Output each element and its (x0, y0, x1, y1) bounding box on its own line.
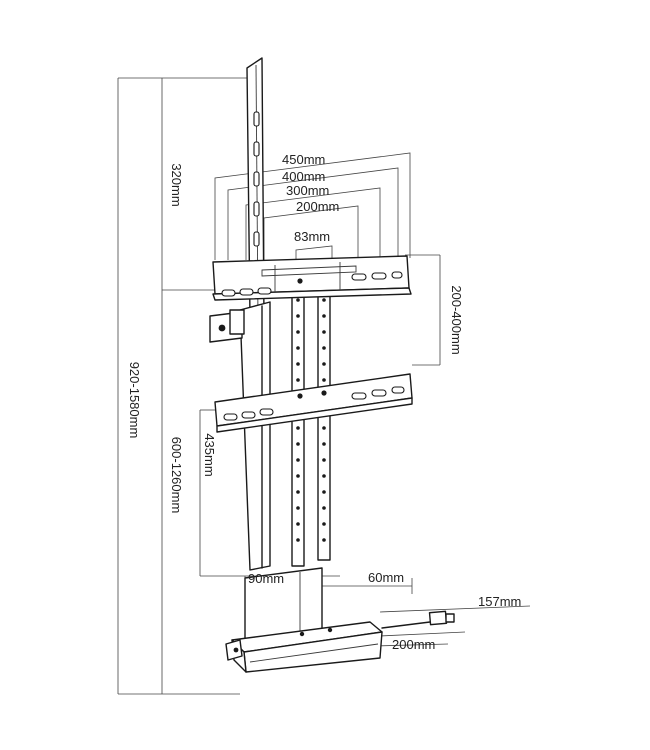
display-plate (246, 57, 265, 327)
rail-hole (322, 426, 326, 430)
rail-hole (322, 362, 326, 366)
lift-column (239, 301, 323, 651)
rail-hole (322, 538, 326, 542)
rail-hole (322, 442, 326, 446)
rail-hole (322, 314, 326, 318)
rail-hole (296, 362, 300, 366)
side-clamp (209, 309, 245, 343)
label-width-300: 300mm (286, 183, 329, 198)
rail-hole (296, 442, 300, 446)
rail-hole (322, 522, 326, 526)
rail-hole (296, 346, 300, 350)
rail-hole (296, 506, 300, 510)
rail-hole (322, 298, 326, 302)
rail-hole (296, 378, 300, 382)
label-base-90: 90mm (248, 571, 284, 586)
rail-hole (322, 330, 326, 334)
base-housing (225, 610, 455, 673)
rail-hole (322, 474, 326, 478)
label-width-200: 200mm (296, 199, 339, 214)
label-base-60: 60mm (368, 570, 404, 585)
rail-hole (322, 346, 326, 350)
label-width-400: 400mm (282, 169, 325, 184)
rail-hole (296, 314, 300, 318)
rail-hole (296, 490, 300, 494)
rail-hole (296, 538, 300, 542)
rail-hole (296, 474, 300, 478)
label-travel: 435mm (202, 433, 217, 476)
label-width-83: 83mm (294, 229, 330, 244)
label-screen-height: 600-1260mm (169, 437, 184, 514)
rail-hole (322, 490, 326, 494)
dimension-labels: 920-1580mm 320mm 600-1260mm 435mm 200-40… (127, 152, 521, 652)
rail-hole (296, 458, 300, 462)
rail-hole (322, 458, 326, 462)
rail-hole (296, 426, 300, 430)
label-total-height: 920-1580mm (127, 362, 142, 439)
rail-hole (296, 330, 300, 334)
label-vesa-vertical: 200-400mm (449, 285, 464, 354)
rail-hole (322, 378, 326, 382)
label-cable-157: 157mm (478, 594, 521, 609)
lower-vesa-arm (214, 373, 413, 433)
rail-hole (296, 298, 300, 302)
rail-hole (296, 522, 300, 526)
dimension-lines (117, 77, 531, 695)
rail-hole (322, 506, 326, 510)
upper-vesa-arm (212, 255, 412, 301)
label-width-450: 450mm (282, 152, 325, 167)
label-base-200: 200mm (392, 637, 435, 652)
label-top-offset: 320mm (169, 163, 184, 206)
